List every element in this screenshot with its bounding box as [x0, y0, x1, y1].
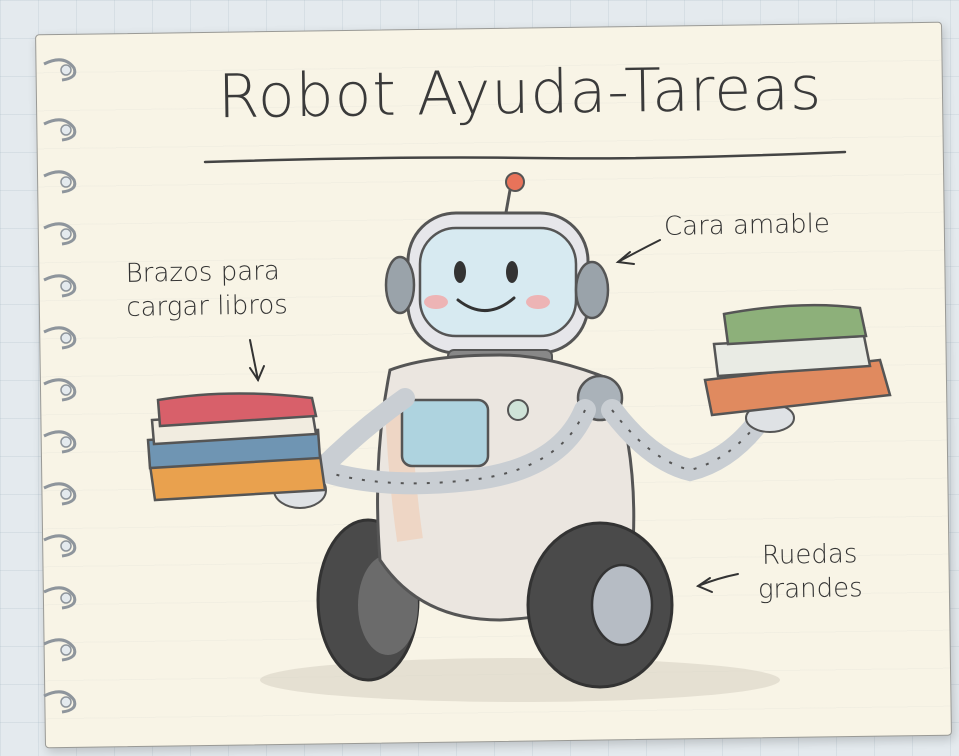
wheel-right	[526, 521, 674, 689]
arrow-icon	[249, 239, 739, 593]
robot-head	[384, 211, 610, 355]
annotation-wheels-line2: grandes	[757, 573, 863, 605]
annotation-wheels-line1: Ruedas	[761, 539, 858, 571]
annotation-arms: Brazos para cargar libros	[125, 253, 346, 325]
annotation-arms-line1: Brazos para	[125, 256, 281, 289]
title-underline	[203, 150, 847, 164]
antenna-ball	[505, 172, 525, 192]
annotation-wheels: Ruedas grandes	[739, 537, 880, 607]
book-stack-right	[703, 303, 892, 417]
annotation-face: Cara amable	[663, 209, 831, 242]
annotation-arms-line2: cargar libros	[126, 290, 289, 323]
book-stack-left	[146, 392, 327, 502]
spiral-binding-icon	[43, 58, 77, 714]
